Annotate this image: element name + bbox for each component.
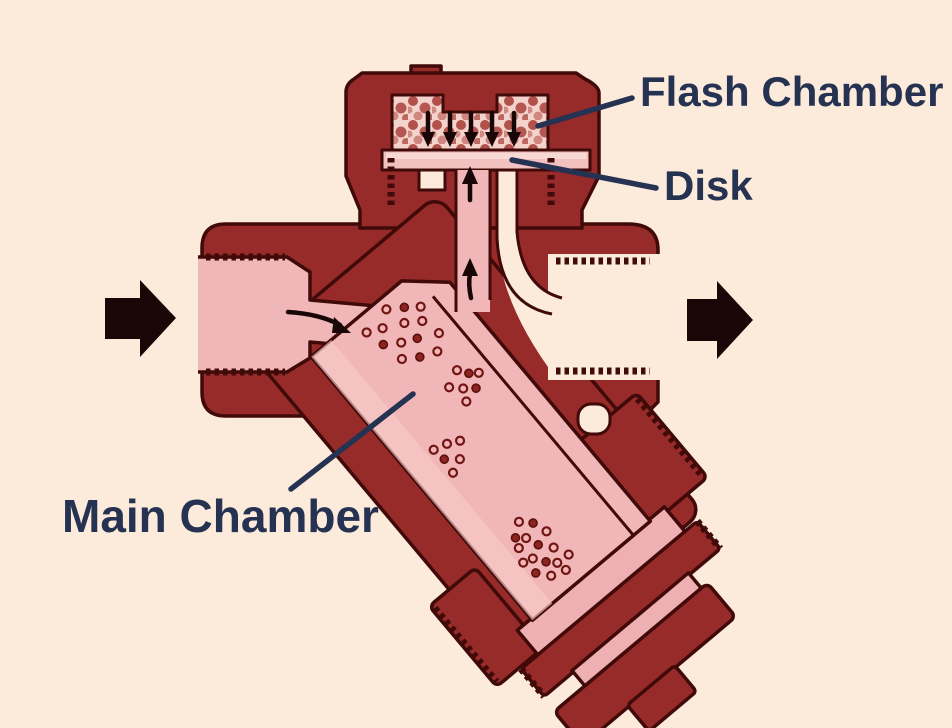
flange-threads: [432, 396, 705, 684]
main-chamber: [309, 279, 653, 622]
outlet-cavities: [417, 166, 664, 436]
flash-chamber-leader-line: [535, 95, 635, 129]
disk-highlight: [386, 153, 586, 159]
inlet-flow-arrow: [105, 280, 176, 357]
seat-passage-edge-left: [495, 166, 553, 316]
seat-vent-slot: [417, 168, 447, 192]
drain-plug: [627, 665, 697, 728]
disk-label: Disk: [664, 162, 753, 209]
seat-passage-edge-right: [515, 166, 563, 300]
strainer-debris-dots: [361, 301, 574, 581]
main-chamber-group: [309, 279, 653, 622]
body-relief-notch: [576, 402, 612, 436]
housing-lower-flange: [429, 568, 543, 686]
annotations: Flash Chamber Disk Main Chamber: [62, 68, 943, 542]
riser-channel-walls: [454, 170, 492, 312]
chamber-inner-wall-line: [431, 295, 635, 537]
flash-down-arrows: [421, 110, 521, 147]
outlet-flow-arrow: [687, 281, 753, 359]
inlet-passage-arrow: [285, 309, 351, 333]
flow-arrows: [105, 110, 753, 359]
disk-leader-line: [509, 157, 659, 191]
chamber-wall-highlight: [311, 340, 553, 621]
riser-up-arrows: [462, 166, 478, 301]
flash-chamber-label: Flash Chamber: [640, 68, 943, 115]
main-chamber-label: Main Chamber: [62, 490, 379, 542]
outlet-threads: [556, 257, 650, 375]
riser-channel: [456, 170, 490, 312]
outlet-port-cavity: [548, 254, 664, 380]
main-chamber-leader-line: [288, 391, 416, 492]
riser-channel-group: [454, 170, 492, 312]
